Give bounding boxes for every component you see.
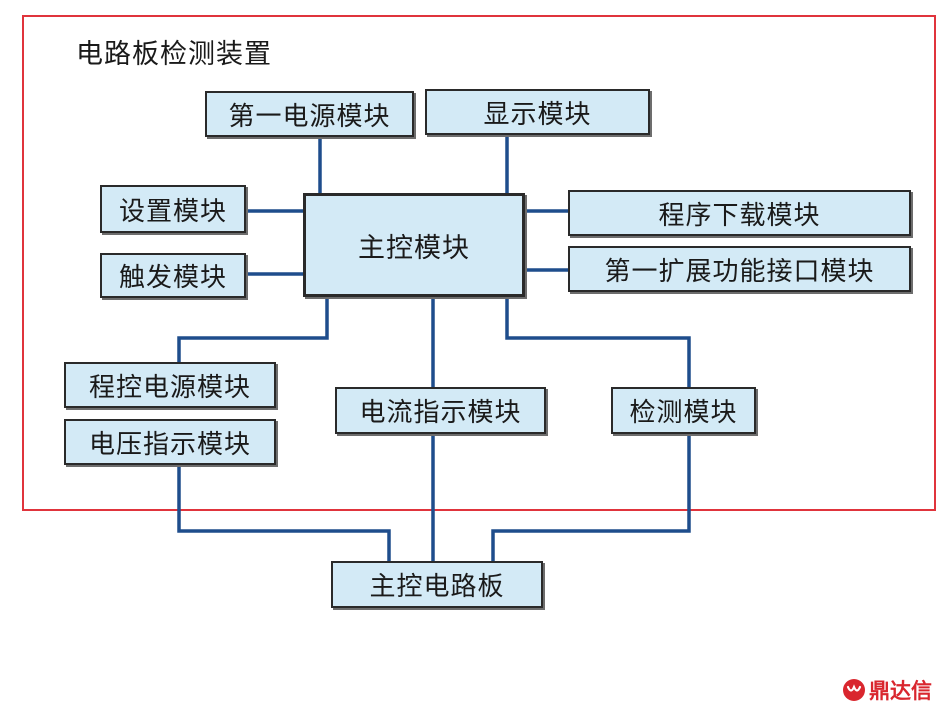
main-control-module: 主控模块 [303, 193, 525, 297]
watermark-text: 鼎达信 [869, 679, 932, 703]
wire-main-programmable-power [177, 296, 329, 363]
power1-module: 第一电源模块 [205, 91, 414, 137]
wire-main-detection [505, 296, 691, 388]
detection-module: 检测模块 [611, 387, 756, 434]
settings-module: 设置模块 [100, 185, 246, 233]
main-control-board: 主控电路板 [331, 561, 543, 608]
watermark-logo: 鼎达信 [842, 675, 932, 705]
display-module: 显示模块 [425, 89, 650, 135]
trigger-module: 触发模块 [100, 253, 246, 298]
wire-voltage-board [177, 465, 391, 562]
programmable-power-module: 程控电源模块 [64, 362, 276, 408]
wire-detection-board [491, 434, 691, 562]
current-indicator-module: 电流指示模块 [335, 387, 546, 434]
program-download-module: 程序下载模块 [568, 190, 911, 236]
voltage-indicator-module: 电压指示模块 [64, 419, 276, 465]
logo-icon [843, 679, 865, 701]
expansion-interface-module: 第一扩展功能接口模块 [568, 246, 911, 292]
device-frame [22, 15, 936, 511]
device-title: 电路板检测装置 [76, 39, 272, 70]
